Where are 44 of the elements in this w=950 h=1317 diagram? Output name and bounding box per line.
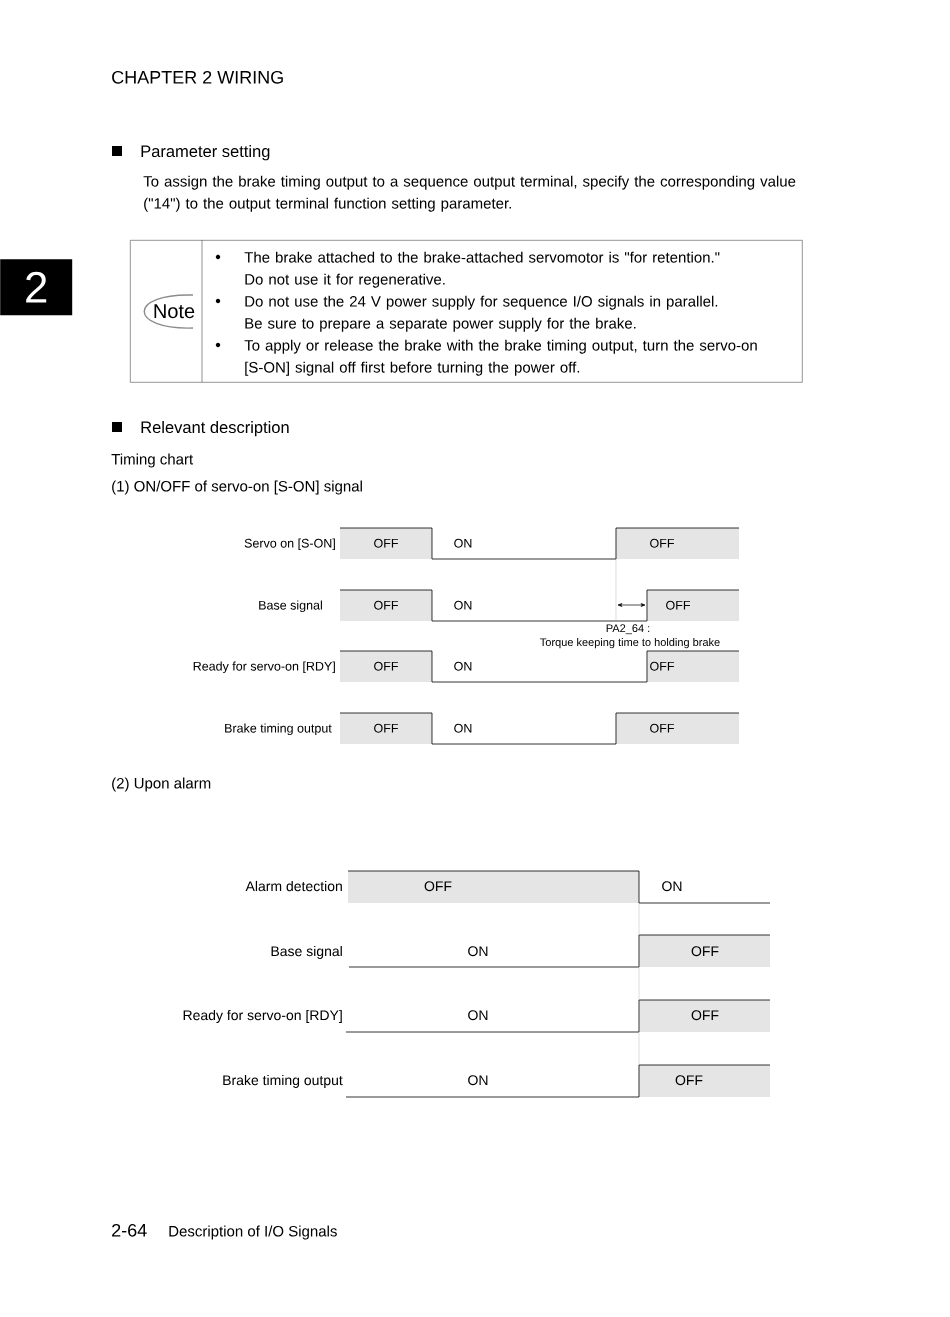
signal-name: Ready for servo-on [RDY] <box>183 1009 342 1023</box>
state-label: ON <box>454 723 472 733</box>
state-label: OFF <box>691 946 719 957</box>
state-label: OFF <box>374 661 398 671</box>
signal-name: Alarm detection <box>245 880 342 892</box>
state-label: ON <box>468 1010 488 1021</box>
state-label: ON <box>454 661 472 671</box>
section-heading: Parameter setting <box>141 145 270 161</box>
state-label: ON <box>662 881 682 892</box>
signal-name: Ready for servo-on [RDY] <box>193 661 335 674</box>
signal-name: Brake timing output <box>223 1074 343 1088</box>
page-number: 2-64 <box>112 1223 147 1237</box>
state-label: OFF <box>650 538 674 548</box>
body-text: (2) Upon alarm <box>112 777 211 792</box>
state-label: ON <box>454 538 472 548</box>
signal-name: Base signal <box>259 600 322 613</box>
body-text: (1) ON/OFF of servo-on [S-ON] signal <box>112 480 362 495</box>
annotation-text: Torque keeping time to holding brake <box>540 638 720 649</box>
note-badge: Note <box>143 294 195 329</box>
state-label: ON <box>454 600 472 610</box>
chapter-tab: 2 <box>0 259 73 316</box>
state-label: ON <box>468 1075 488 1086</box>
state-label: OFF <box>374 723 398 733</box>
body-text: Timing chart <box>111 453 194 468</box>
page-header: CHAPTER 2 WIRING <box>112 70 283 84</box>
state-label: OFF <box>675 1075 703 1086</box>
state-label: OFF <box>666 600 690 610</box>
note-text: The brake attached to the brake-attached servomotor is "for retention." Do not use it for regenerative. <box>244 251 720 288</box>
state-label: OFF <box>650 723 674 733</box>
signal-name: Servo on [S-ON] <box>244 538 335 551</box>
state-label: OFF <box>691 1010 719 1021</box>
footer-text: Description of I/O Signals <box>169 1225 337 1240</box>
annotation-text: PA2_64 : <box>606 624 650 635</box>
state-label: OFF <box>650 661 674 671</box>
state-label: OFF <box>374 600 398 610</box>
state-label: OFF <box>374 538 398 548</box>
signal-name: Brake timing output <box>225 723 332 736</box>
section-heading: Relevant description <box>141 421 289 437</box>
note-text: To apply or release the brake with the brake timing output, turn the servo-on [S-ON] signal off first before turning the power off. <box>244 339 757 376</box>
body-text: To assign the brake timing output to a sequence output terminal, specify the corresponding value ("14") to the output terminal function setting parameter. <box>143 175 796 212</box>
note-text: Do not use the 24 V power supply for sequence I/O signals in parallel. Be sure to prepare a separate power supply for the brake. <box>245 295 718 332</box>
signal-name: Base signal <box>271 945 342 959</box>
state-label: ON <box>468 946 488 957</box>
state-label: OFF <box>424 881 452 892</box>
